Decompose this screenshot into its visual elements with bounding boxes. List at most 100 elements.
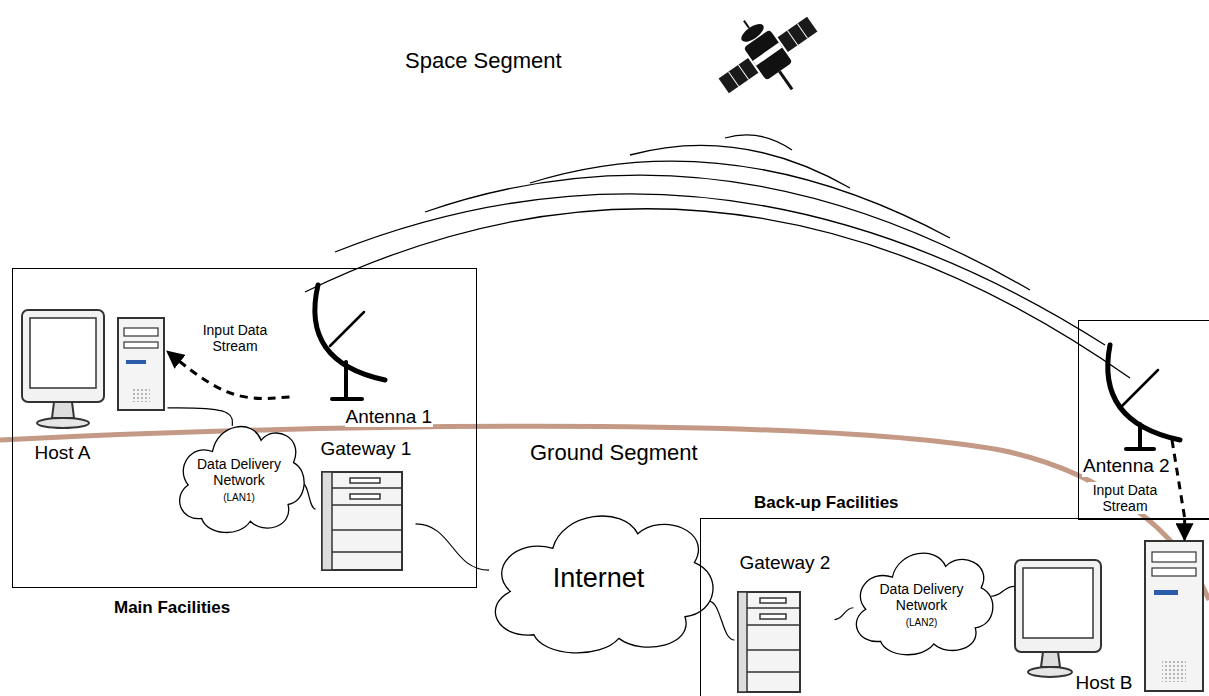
computer-icon — [52, 402, 74, 418]
node-label: Host B — [1075, 672, 1134, 694]
server-icon — [350, 494, 380, 499]
computer-icon — [1145, 541, 1203, 691]
antenna-dish — [315, 285, 385, 380]
data-stream-line — [1172, 440, 1185, 520]
node-label: (LAN2) — [876, 617, 968, 629]
satellite — [787, 30, 797, 45]
satellite — [719, 58, 759, 93]
computer-icon — [1028, 667, 1072, 677]
host-computer: Host B — [1015, 540, 1205, 696]
network-cloud: Data Delivery Network(LAN1) — [172, 418, 307, 538]
network-link — [709, 601, 735, 640]
antenna: Antenna 1 — [290, 282, 440, 430]
facility-box: Back-up FacilitiesGateway 2Data Delivery… — [700, 518, 1209, 696]
computer-icon — [1041, 652, 1060, 667]
computer-icon — [132, 388, 150, 402]
facility-box: Main FacilitiesHost AAntenna 1Data Deliv… — [12, 268, 477, 588]
network-link — [416, 524, 490, 570]
server-icon — [747, 607, 800, 609]
cloud-outline — [179, 426, 303, 532]
segment-label: Space Segment — [403, 48, 564, 73]
antenna-dish — [1108, 345, 1180, 440]
node-label: (LAN1) — [194, 492, 285, 504]
satellite — [778, 17, 818, 52]
radio-waves — [530, 161, 950, 238]
antenna-dish — [315, 285, 385, 399]
antenna-dish — [1122, 370, 1158, 406]
computer-icon — [118, 318, 164, 410]
computer-icon — [1015, 560, 1101, 652]
satellite — [744, 21, 749, 28]
node-label: Antenna 2 — [1082, 455, 1171, 477]
computer-icon — [37, 418, 89, 428]
server-icon — [760, 614, 786, 619]
server-icon — [747, 649, 800, 651]
server-icon — [760, 598, 786, 603]
computer-icon — [1023, 568, 1093, 638]
satellite — [779, 71, 792, 89]
host-computer: Host A — [18, 306, 168, 471]
radio-waves — [335, 194, 1105, 345]
satellite — [728, 72, 738, 87]
computer-icon — [22, 310, 164, 428]
antenna-dish — [1138, 424, 1142, 448]
cloud-outline — [856, 553, 992, 655]
node-label: Gateway 2 — [739, 552, 832, 574]
gateway-server: Gateway 2 — [735, 550, 835, 696]
server-icon — [332, 487, 402, 489]
computer-icon — [124, 342, 158, 348]
network-cloud: Data Delivery Network (LAN2) — [848, 545, 996, 660]
computer-icon — [1152, 552, 1196, 562]
network-link — [835, 608, 854, 620]
node-label: Data Delivery Network — [876, 581, 968, 613]
radio-waves — [305, 135, 1130, 378]
antenna-dish — [1108, 345, 1180, 449]
edge-label: Input Data Stream — [196, 322, 274, 354]
satellite — [753, 43, 783, 66]
server-icon — [747, 624, 800, 626]
radio-waves — [630, 145, 850, 188]
network-link — [168, 408, 233, 426]
satellite — [700, 0, 837, 120]
node-label: Antenna 1 — [345, 406, 434, 428]
antenna-dish — [332, 397, 362, 401]
server-icon — [738, 592, 747, 692]
server-icon — [738, 592, 800, 692]
segment-label: Ground Segment — [528, 440, 700, 465]
satellite — [797, 24, 807, 39]
computer-icon — [22, 310, 104, 402]
node-label: Host A — [34, 442, 92, 464]
satellite — [738, 65, 748, 80]
computer-icon — [1152, 568, 1196, 576]
server-icon — [332, 529, 402, 531]
edge-label: Input Data Stream — [1088, 482, 1162, 514]
server-icon — [332, 504, 402, 506]
radio-waves — [425, 175, 1030, 290]
data-stream-arrow — [168, 352, 290, 399]
computer-icon — [30, 318, 96, 388]
server-icon — [322, 472, 332, 570]
antenna-dish — [330, 312, 364, 346]
server-icon — [332, 551, 402, 553]
server-icon — [747, 671, 800, 673]
node-label: Internet — [482, 563, 715, 594]
computer-icon — [124, 328, 158, 336]
computer-icon — [1162, 660, 1186, 682]
facility-heading: Main Facilities — [113, 598, 231, 618]
server-icon — [738, 592, 800, 692]
server-icon — [350, 478, 380, 483]
antenna-dish — [344, 362, 348, 398]
node-label: Gateway 1 — [320, 438, 413, 460]
computer-icon — [126, 360, 146, 364]
server-icon — [322, 472, 402, 570]
gateway-server: Gateway 1 — [316, 438, 416, 573]
internet-cloud: Internet — [482, 505, 718, 660]
network-link — [991, 586, 1014, 596]
antenna-dish — [1126, 447, 1154, 451]
radio-waves — [305, 209, 1130, 378]
data-stream-arrow — [1183, 520, 1186, 540]
computer-icon — [1154, 590, 1178, 595]
network-link — [302, 484, 315, 510]
server-icon — [322, 472, 402, 570]
